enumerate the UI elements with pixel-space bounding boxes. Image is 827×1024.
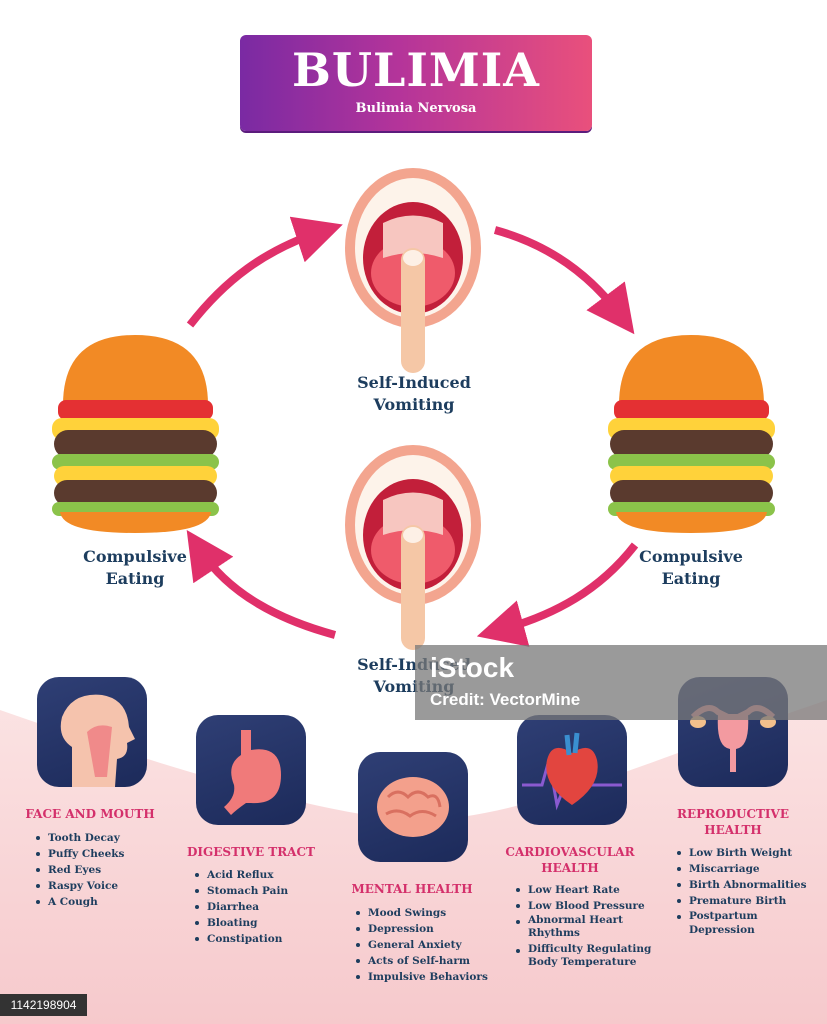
self-induced-vomiting-top-label: Self-Induced Vomiting [357,373,471,414]
burger-icon [52,335,219,533]
list-item: Depression [354,921,504,937]
page-subtitle: Bulimia Nervosa [355,101,477,116]
reproductive-health-title: REPRODUCTIVE HEALTH [677,807,789,837]
stock-id-badge: 1142198904 [0,994,87,1016]
list-item: Bloating [193,915,333,931]
arrow-top-to-right [493,226,635,335]
list-item: Birth Abnormalities [675,877,825,893]
burger-icon [608,335,775,533]
face-profile-icon [37,677,147,787]
list-item: Low Birth Weight [675,845,825,861]
compulsive-eating-left-label: Compulsive Eating [83,547,187,588]
reproductive-health-list: Low Birth Weight Miscarriage Birth Abnor… [675,845,825,937]
mental-health-title: MENTAL HEALTH [351,882,473,896]
list-item: Red Eyes [34,862,174,878]
list-item: A Cough [34,894,174,910]
list-item: Impulsive Behaviors [354,969,504,985]
list-item: Acts of Self-harm [354,953,504,969]
arrow-right-to-bottom [476,542,639,647]
list-item: Abnormal Heart Rhythms [514,914,664,940]
cycle-arrows [186,216,639,647]
list-item: Miscarriage [675,861,825,877]
list-item: Puffy Cheeks [34,846,174,862]
face-and-mouth-list: Tooth Decay Puffy Cheeks Red Eyes Raspy … [34,830,174,910]
list-item: Difficulty Regulating Body Temperature [514,943,664,969]
title-banner: BULIMIA Bulimia Nervosa [240,35,592,131]
face-and-mouth-title: FACE AND MOUTH [25,807,155,821]
cardiovascular-health-list: Low Heart Rate Low Blood Pressure Abnorm… [514,882,664,969]
list-item: Diarrhea [193,899,333,915]
watermark-brand: iStock [430,652,515,683]
list-item: Acid Reflux [193,867,333,883]
heart-icon [517,715,627,825]
list-item: Raspy Voice [34,878,174,894]
mouth-vomiting-icon [345,445,481,650]
list-item: Premature Birth [675,893,825,909]
digestive-tract-list: Acid Reflux Stomach Pain Diarrhea Bloati… [193,867,333,947]
list-item: General Anxiety [354,937,504,953]
stomach-icon [196,715,306,825]
list-item: Postpartum Depression [675,909,825,937]
digestive-tract-title: DIGESTIVE TRACT [187,845,315,859]
arrow-bottom-to-left [186,530,337,639]
mental-health-list: Mood Swings Depression General Anxiety A… [354,905,504,985]
page-title: BULIMIA [292,43,540,97]
cardiovascular-health-title: CARDIOVASCULAR HEALTH [505,845,635,875]
brain-icon [358,752,468,862]
watermark-credit: Credit: VectorMine [430,690,581,709]
compulsive-eating-right-label: Compulsive Eating [639,547,743,588]
list-item: Low Heart Rate [514,882,664,898]
list-item: Low Blood Pressure [514,898,664,914]
watermark-overlay [415,645,827,720]
mouth-vomiting-icon [345,168,481,373]
list-item: Stomach Pain [193,883,333,899]
arrow-left-to-top [186,216,343,328]
list-item: Tooth Decay [34,830,174,846]
list-item: Constipation [193,931,333,947]
list-item: Mood Swings [354,905,504,921]
